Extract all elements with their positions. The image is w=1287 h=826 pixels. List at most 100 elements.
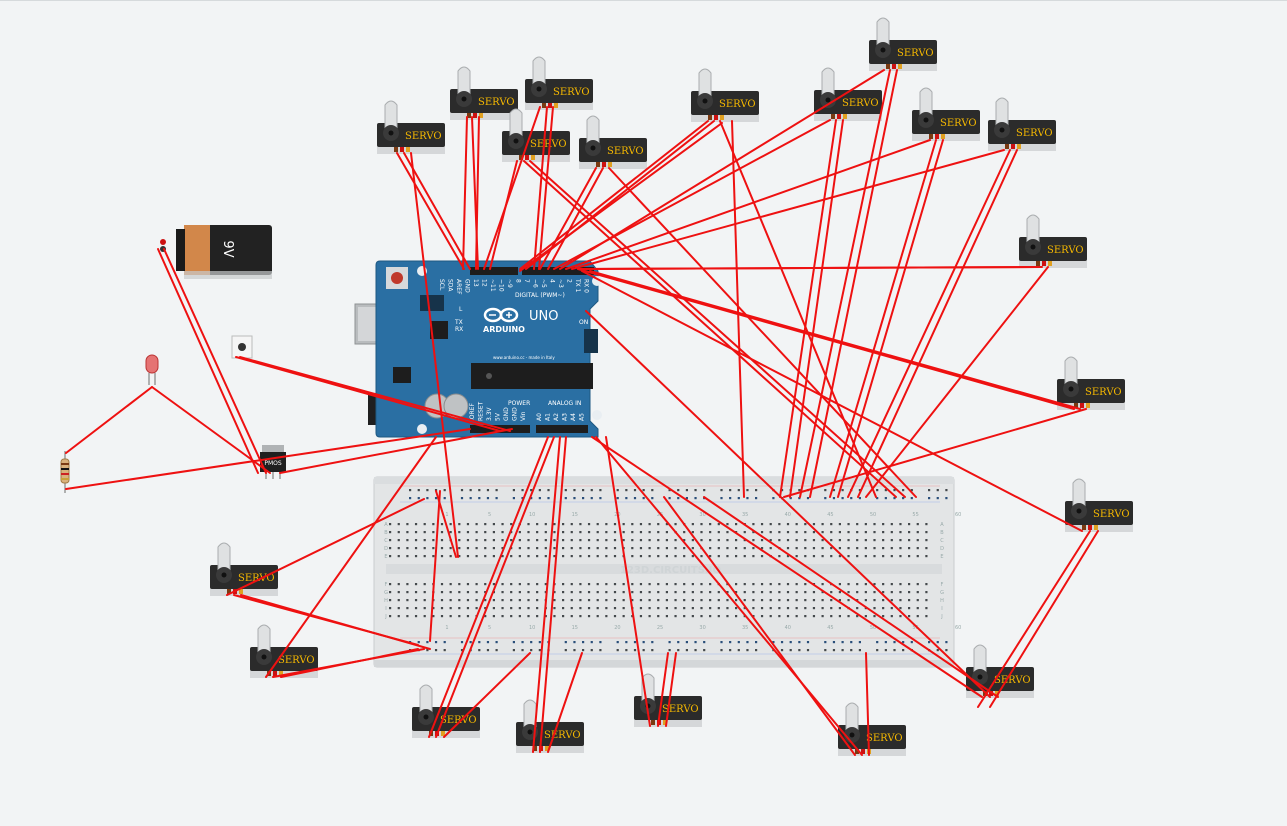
wire[interactable]	[240, 594, 431, 650]
wire[interactable]	[829, 139, 937, 498]
wire[interactable]	[605, 436, 651, 727]
breadboard[interactable]: 123D.CIRCUITS.IO 11551010151520202525303…	[373, 476, 961, 668]
wire[interactable]	[428, 436, 549, 738]
wire[interactable]	[608, 167, 917, 498]
wire[interactable]	[657, 652, 669, 727]
breadboard-row-letter: I	[941, 606, 942, 612]
wire[interactable]	[589, 270, 1081, 410]
power-pin-label: RESET	[478, 401, 485, 421]
red-led[interactable]	[145, 354, 159, 385]
wire[interactable]	[865, 652, 870, 756]
servo-motor[interactable]: SERVO	[525, 56, 593, 110]
wire[interactable]	[847, 149, 1011, 498]
arduino-uno-board[interactable]: UNO ARDUINO DIGITAL (PWM~) ON TX RX L ww…	[354, 260, 602, 438]
wire[interactable]	[226, 498, 425, 596]
digital-pwm-label: DIGITAL (PWM~)	[515, 292, 565, 299]
wire[interactable]	[865, 266, 1049, 498]
wire[interactable]	[585, 310, 991, 698]
wire[interactable]	[65, 386, 153, 454]
wire[interactable]	[489, 160, 518, 270]
wire[interactable]	[435, 490, 457, 558]
wire[interactable]	[799, 69, 891, 498]
servo-motor[interactable]: SERVO	[579, 115, 647, 169]
wire[interactable]	[235, 356, 501, 432]
breadboard-row-letter: I	[385, 606, 386, 612]
wire[interactable]	[595, 436, 863, 756]
servo-motor[interactable]: SERVO	[838, 702, 906, 756]
wire[interactable]	[280, 648, 419, 678]
wire[interactable]	[779, 119, 837, 498]
wire[interactable]	[585, 266, 1043, 270]
servo-motor[interactable]: SERVO	[377, 100, 445, 154]
wire[interactable]	[483, 106, 541, 270]
wire[interactable]	[577, 268, 1075, 410]
wire[interactable]	[719, 120, 877, 498]
wire[interactable]	[977, 530, 1091, 708]
wire[interactable]	[410, 152, 459, 558]
servo-motor[interactable]: SERVO	[912, 87, 980, 141]
servo-motor[interactable]: SERVO	[1065, 478, 1133, 532]
wire[interactable]	[475, 116, 480, 270]
wire[interactable]	[989, 530, 1099, 708]
wire[interactable]	[265, 436, 437, 678]
wire[interactable]	[731, 120, 745, 498]
resistor[interactable]	[60, 451, 70, 493]
wire[interactable]	[435, 436, 555, 738]
wire[interactable]	[519, 120, 709, 270]
wire[interactable]	[663, 496, 856, 756]
wire[interactable]	[532, 436, 561, 753]
wire[interactable]	[65, 428, 471, 490]
wire[interactable]	[837, 139, 944, 498]
wire[interactable]	[239, 356, 511, 432]
servo-label: SERVO	[1047, 245, 1084, 256]
wire[interactable]	[163, 248, 267, 474]
wire[interactable]	[539, 167, 597, 270]
wire[interactable]	[279, 428, 513, 474]
breadboard-col-number: 45	[827, 512, 833, 518]
wire[interactable]	[783, 408, 1087, 498]
wire[interactable]	[429, 490, 441, 642]
wire[interactable]	[462, 116, 468, 270]
push-button[interactable]	[231, 335, 253, 359]
wire[interactable]	[396, 152, 465, 270]
wire[interactable]	[443, 652, 531, 738]
servo-motor[interactable]: SERVO	[502, 108, 570, 162]
wire[interactable]	[539, 436, 567, 753]
servo-motor[interactable]: SERVO	[1057, 356, 1125, 410]
wire[interactable]	[565, 139, 931, 270]
pmos-transistor[interactable]: PMOS	[260, 445, 286, 479]
servo-motor[interactable]: SERVO	[450, 66, 518, 120]
wire[interactable]	[533, 106, 548, 270]
wire[interactable]	[151, 386, 271, 474]
wire[interactable]	[571, 149, 1005, 270]
wire[interactable]	[581, 270, 1083, 532]
wire[interactable]	[703, 496, 999, 698]
wire[interactable]	[809, 69, 898, 498]
wire[interactable]	[591, 436, 983, 698]
servo-label: SERVO	[719, 99, 756, 110]
wire[interactable]	[559, 69, 885, 270]
servo-motor[interactable]: SERVO	[691, 68, 759, 122]
servo-motor[interactable]: SERVO	[250, 624, 318, 678]
servo-motor[interactable]: SERVO	[988, 97, 1056, 151]
wire[interactable]	[403, 152, 471, 270]
power-pin-label: 5V	[495, 412, 502, 421]
wire[interactable]	[547, 167, 604, 270]
digital-pin-label: 7	[523, 279, 530, 283]
wire[interactable]	[665, 652, 677, 727]
wire[interactable]	[857, 149, 1018, 498]
servo-motor[interactable]: SERVO	[966, 644, 1034, 698]
wire[interactable]	[538, 106, 554, 270]
battery-9v[interactable]: 9V	[160, 225, 272, 279]
servo-motor[interactable]: SERVO	[869, 17, 937, 71]
servo-motor[interactable]: SERVO	[1019, 214, 1087, 268]
wire[interactable]	[519, 122, 723, 272]
servo-motor[interactable]: SERVO	[210, 542, 278, 596]
analog-pin-label: A4	[570, 413, 577, 421]
wire[interactable]	[547, 652, 583, 753]
wire[interactable]	[157, 248, 259, 474]
breadboard-col-number: 40	[785, 625, 791, 631]
wire[interactable]	[789, 119, 844, 498]
servo-motor[interactable]: SERVO	[814, 67, 882, 121]
